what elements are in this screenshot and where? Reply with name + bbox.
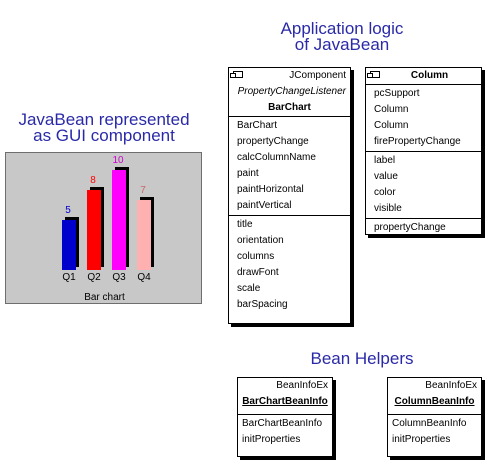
- property-item: columns: [237, 251, 275, 262]
- component-icon: [367, 71, 380, 78]
- column-class-name: Column: [410, 70, 449, 81]
- property-item: barSpacing: [237, 299, 288, 310]
- gui-heading-line2: as GUI component: [33, 126, 175, 145]
- method-item: propertyChange: [237, 136, 309, 147]
- bar-category-label: Q1: [62, 272, 76, 283]
- bar-value-label: 7: [140, 185, 146, 196]
- method-item: calcColumnName: [237, 152, 316, 163]
- method-item: paintVertical: [237, 200, 292, 211]
- method-item: paint: [237, 168, 259, 179]
- barchart-stereotype: JComponent: [289, 70, 346, 81]
- barchart-class-name: BarChart: [268, 102, 311, 113]
- property-item: visible: [374, 203, 402, 214]
- barchart-properties: title orientation columns drawFont scale…: [229, 215, 350, 314]
- bar-value-label: 5: [65, 205, 71, 216]
- column-members: pcSupport Column Column firePropertyChan…: [366, 84, 481, 151]
- property-item: drawFont: [237, 267, 279, 278]
- bean-helpers-heading: Bean Helpers: [310, 349, 414, 368]
- column-beaninfo-name: ColumnBeanInfo: [394, 396, 475, 407]
- bar-chart-caption: Bar chart: [84, 292, 125, 303]
- bar-value-label: 8: [90, 175, 96, 186]
- app-logic-heading-line2: of JavaBean: [294, 35, 390, 54]
- bar-category-label: Q3: [112, 272, 126, 283]
- column-beaninfo-box[interactable]: BeanInfoEx ColumnBeanInfo ColumnBeanInfo…: [387, 377, 482, 457]
- bar-q4: [137, 200, 151, 270]
- bar-category-label: Q4: [137, 272, 151, 283]
- bar-q2: [87, 190, 101, 270]
- method-item: BarChart: [237, 120, 278, 131]
- property-item: orientation: [237, 235, 284, 246]
- member-item: firePropertyChange: [374, 136, 461, 147]
- beaninfo-stereotype: BeanInfoEx: [425, 380, 477, 391]
- method-item: paintHorizontal: [237, 184, 304, 195]
- bar-value-label: 10: [112, 155, 124, 166]
- property-item: scale: [237, 283, 261, 294]
- method-item: ColumnBeanInfo: [392, 418, 467, 429]
- member-item: Column: [374, 120, 409, 131]
- barchart-beaninfo-box[interactable]: BeanInfoEx BarChartBeanInfo BarChartBean…: [237, 377, 333, 457]
- property-item: value: [374, 171, 398, 182]
- bar-q3: [112, 170, 126, 270]
- barchart-beaninfo-name: BarChartBeanInfo: [242, 396, 328, 407]
- member-item: Column: [374, 104, 409, 115]
- component-icon: [230, 71, 243, 78]
- column-beaninfo-methods: ColumnBeanInfo initProperties: [388, 414, 481, 449]
- app-logic-heading-line1: Application logic: [280, 19, 404, 38]
- barchart-beaninfo-methods: BarChartBeanInfo initProperties: [238, 414, 332, 449]
- bar-category-label: Q2: [87, 272, 101, 283]
- method-item: initProperties: [392, 434, 451, 445]
- property-item: label: [374, 155, 396, 166]
- column-properties: label value color visible: [366, 151, 481, 218]
- column-listeners: propertyChange: [366, 218, 481, 237]
- gui-heading-line1: JavaBean represented: [18, 110, 190, 129]
- bar-q1: [62, 220, 76, 270]
- beaninfo-stereotype: BeanInfoEx: [276, 380, 328, 391]
- property-item: color: [374, 187, 396, 198]
- property-item: title: [237, 219, 253, 230]
- barchart-methods: BarChart propertyChange calcColumnName p…: [229, 116, 350, 215]
- barchart-class-box[interactable]: JComponent PropertyChangeListener BarCha…: [228, 67, 351, 324]
- method-item: BarChartBeanInfo: [242, 418, 323, 429]
- member-item: pcSupport: [374, 88, 420, 99]
- listener-item: propertyChange: [374, 222, 446, 233]
- method-item: initProperties: [242, 434, 301, 445]
- barchart-interface: PropertyChangeListener: [237, 86, 346, 97]
- column-class-box[interactable]: Column pcSupport Column Column firePrope…: [365, 67, 482, 235]
